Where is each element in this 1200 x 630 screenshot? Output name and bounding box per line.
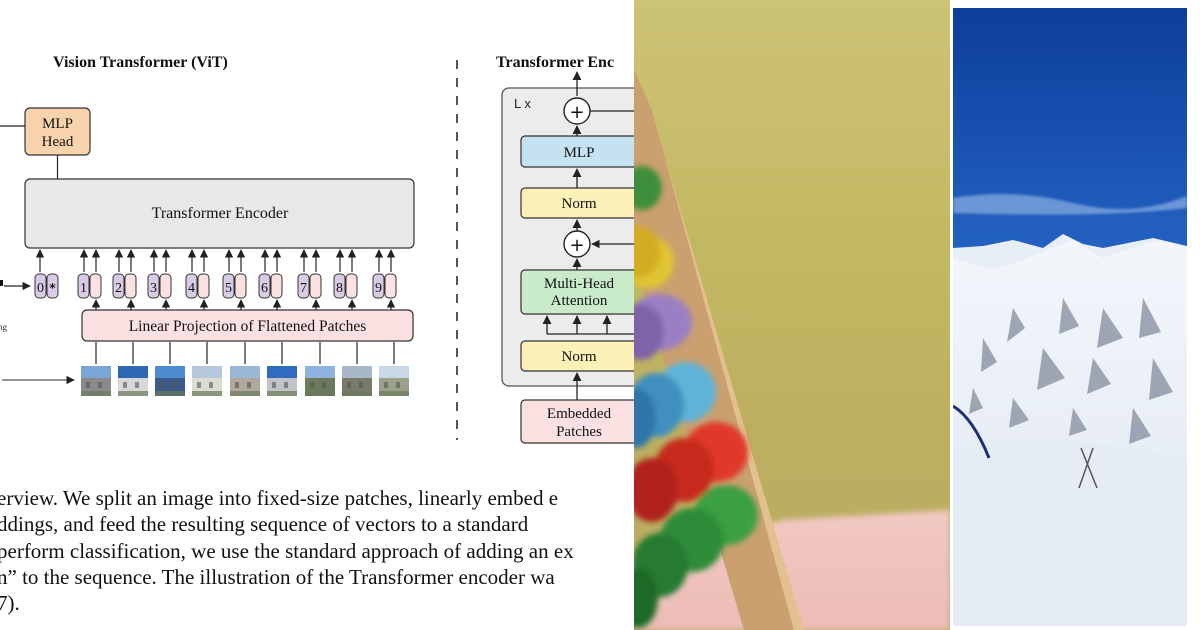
image-patch: [267, 366, 297, 396]
vit-title: Vision Transformer (ViT): [53, 54, 228, 71]
encoder-attention-line1: Multi-Head: [544, 276, 614, 292]
token-index: 5: [225, 281, 232, 296]
image-patch: [230, 366, 260, 396]
mountain-illustration: [953, 8, 1187, 626]
encoder-block: L x + MLP Norm + Multi-Head Attention N: [501, 71, 634, 387]
abacus-frame: [634, 70, 794, 630]
caption-line-2: ddings, and feed the resulting sequence …: [0, 512, 529, 536]
position-embedding-token: [112, 273, 125, 299]
position-embedding-token: [185, 273, 198, 299]
encoder-attention-box: [520, 269, 634, 315]
vit-paper-figure: Vision Transformer (ViT) Transformer Enc…: [0, 54, 634, 615]
position-embedding-token: [34, 273, 47, 299]
abacus-photo: [634, 0, 950, 630]
transformer-encoder-box: Transformer Encoder: [24, 178, 415, 249]
image-patch: [155, 366, 185, 396]
token-index: 3: [150, 281, 157, 296]
patch-row: [81, 342, 409, 396]
token-index: 2: [115, 281, 122, 296]
encoder-mlp-label: MLP: [564, 145, 595, 161]
position-embedding-token: [297, 273, 310, 299]
position-embedding-token: [258, 273, 271, 299]
lift-pylon-cross: [1078, 447, 1094, 489]
class-token-star: *: [49, 281, 56, 295]
patch-embedding-token: [309, 273, 322, 299]
residual-add-2: [563, 230, 591, 258]
caption-line-3: perform classification, we use the stand…: [0, 539, 574, 563]
token-index: 0: [37, 281, 44, 296]
image-patch: [118, 366, 148, 396]
ski-lift-cable: [953, 404, 991, 459]
position-embedding-token: [333, 273, 346, 299]
plus-1: +: [569, 102, 584, 123]
image-patch: [379, 366, 409, 396]
cut-label-mark: [0, 280, 3, 286]
caption-line-5: 7).: [0, 591, 20, 615]
token-index: 7: [300, 281, 307, 296]
embedded-line1: Embedded: [547, 406, 612, 422]
class-token: [46, 273, 59, 299]
encoder-norm-2-label: Norm: [562, 349, 597, 365]
image-patch: [192, 366, 222, 396]
patch-embedding-token: [124, 273, 137, 299]
encoder-norm-1-box: [520, 187, 634, 219]
plus-2: +: [569, 235, 584, 256]
encoder-norm-2-box: [520, 340, 634, 372]
image-patch: [81, 366, 111, 396]
patch-embedding-token: [159, 273, 172, 299]
token-index: 6: [261, 281, 268, 296]
token-index: 8: [336, 281, 343, 296]
patch-embedding-token: [197, 273, 210, 299]
caption-line-1: erview. We split an image into fixed-siz…: [0, 486, 559, 510]
lift-pylon: [1080, 447, 1098, 489]
snowfield: [953, 440, 1187, 626]
abacus-illustration: [634, 70, 950, 630]
position-embedding-token: [372, 273, 385, 299]
encoder-title: Transformer Enc: [496, 54, 614, 71]
position-embedding-token: [222, 273, 235, 299]
embedded-line2: Patches: [556, 424, 602, 440]
patch-embedding-token: [384, 273, 397, 299]
vit-diagram: Vision Transformer (ViT) Transformer Enc…: [0, 54, 634, 444]
mlp-head-line1: MLP: [42, 116, 73, 132]
patch-embedding-token: [89, 273, 102, 299]
position-embedding-token: [77, 273, 90, 299]
repeat-label: L x: [514, 96, 531, 111]
position-embedding-token: [147, 273, 160, 299]
rock-details: [969, 298, 1173, 444]
image-patch: [305, 366, 335, 396]
token-index: 4: [188, 281, 195, 296]
encoder-mlp-box: [520, 135, 634, 168]
mountain-photo: [953, 8, 1187, 626]
encoder-attention-line2: Attention: [551, 293, 608, 309]
cloud: [953, 194, 1187, 215]
token-index: 1: [80, 281, 87, 296]
transformer-encoder-label: Transformer Encoder: [152, 205, 289, 222]
patch-embedding-token: [345, 273, 358, 299]
patch-embedding-token: [270, 273, 283, 299]
mlp-head-line2: Head: [42, 134, 74, 150]
image-patch: [342, 366, 372, 396]
token-row: 0 * 1 2 3 4 5 6 7 8 9: [34, 249, 397, 310]
mlp-head-box: MLP Head: [24, 107, 91, 156]
linear-projection-box: Linear Projection of Flattened Patches: [81, 309, 414, 342]
caption-line-4: n” to the sequence. The illustration of …: [0, 565, 555, 589]
token-index: 9: [375, 281, 382, 296]
encoder-norm-1-label: Norm: [562, 196, 597, 212]
abacus-beads: [634, 166, 758, 628]
linear-projection-label: Linear Projection of Flattened Patches: [129, 318, 367, 335]
left-cut-label: ng: [0, 322, 8, 332]
patch-embedding-token: [234, 273, 247, 299]
embedded-patches-box: Embedded Patches: [520, 399, 634, 444]
